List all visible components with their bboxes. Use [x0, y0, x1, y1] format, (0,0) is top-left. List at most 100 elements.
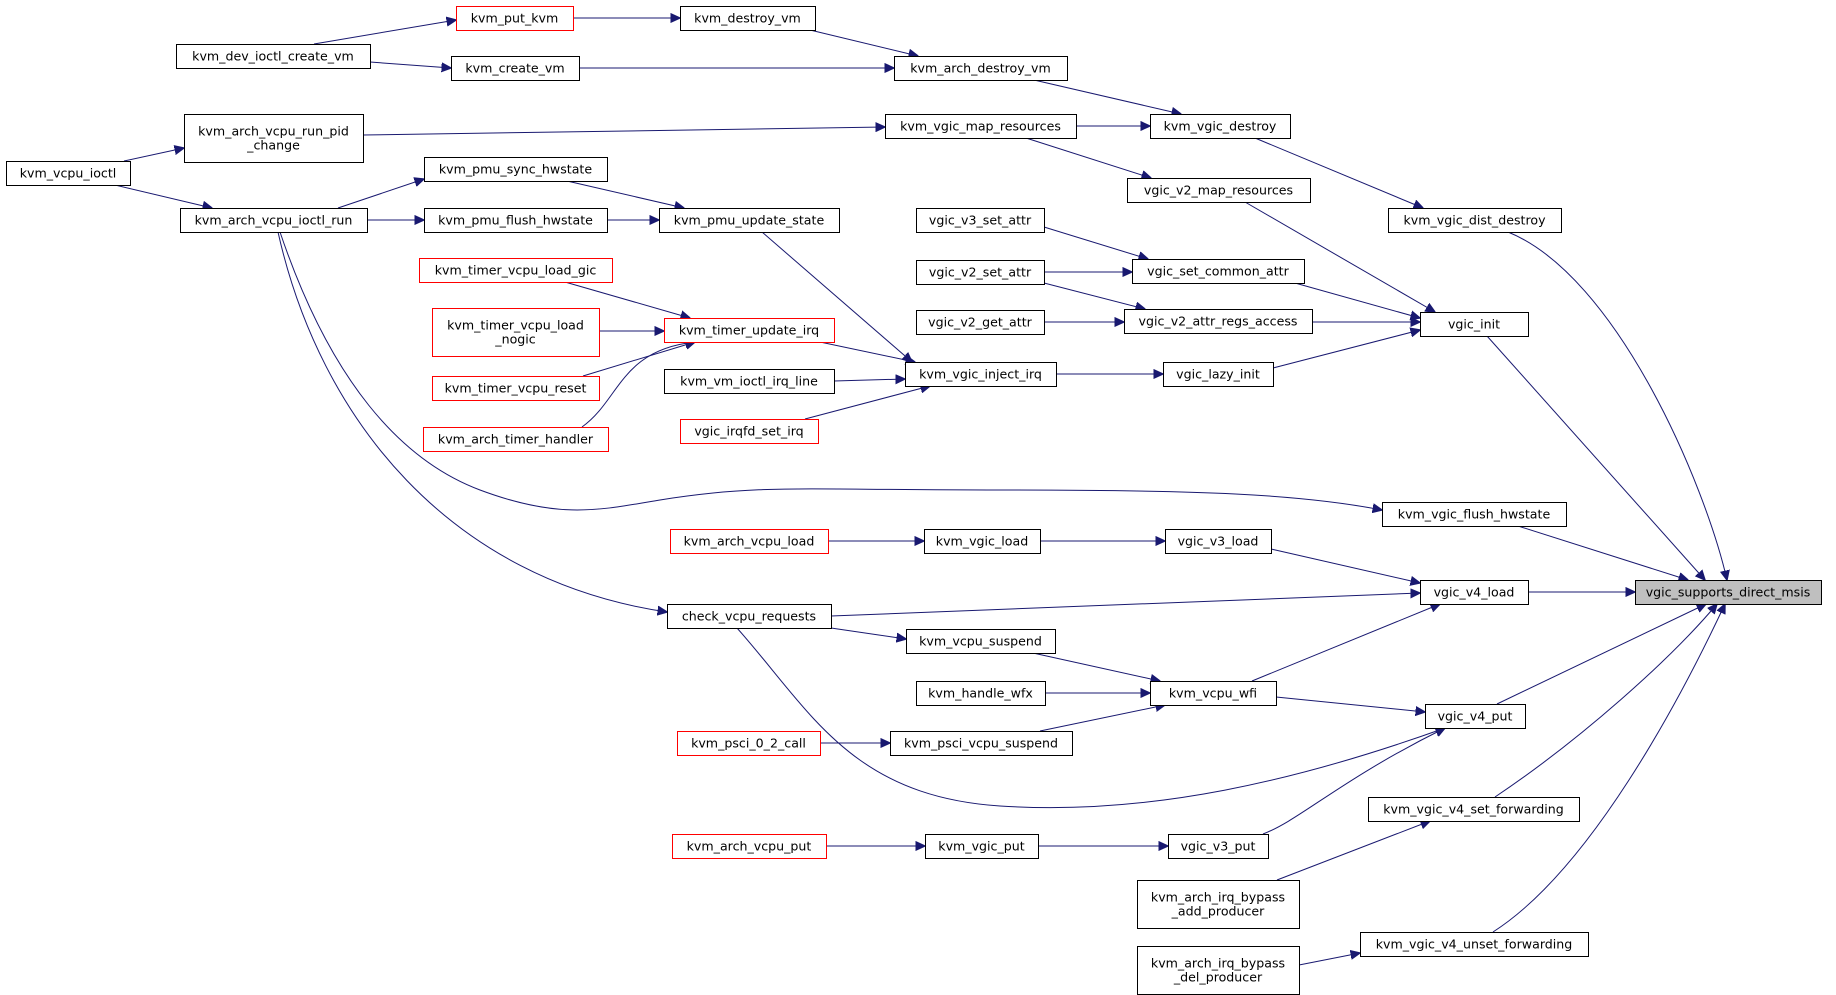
node-label: vgic_irqfd_set_irq — [694, 424, 803, 439]
node-check-vcpu-requests[interactable]: check_vcpu_requests — [667, 604, 832, 629]
node-vgic-v2-attr-regs-access[interactable]: vgic_v2_attr_regs_access — [1124, 309, 1313, 334]
node-kvm-vgic-v4-set-forwarding[interactable]: kvm_vgic_v4_set_forwarding — [1368, 797, 1580, 822]
node-kvm-destroy-vm[interactable]: kvm_destroy_vm — [680, 6, 816, 31]
edge-line — [819, 341, 915, 362]
node-kvm-vgic-flush-hwstate[interactable]: kvm_vgic_flush_hwstate — [1382, 502, 1567, 527]
node-vgic-v3-set-attr[interactable]: vgic_v3_set_attr — [916, 208, 1045, 233]
node-kvm-vcpu-wfi[interactable]: kvm_vcpu_wfi — [1150, 681, 1277, 706]
node-kvm-arch-timer-handler[interactable]: kvm_arch_timer_handler — [423, 427, 609, 452]
node-vgic-lazy-init[interactable]: vgic_lazy_init — [1163, 362, 1274, 387]
node-label: kvm_psci_0_2_call — [691, 736, 806, 751]
node-label: kvm_destroy_vm — [694, 11, 801, 26]
node-vgic-v3-load[interactable]: vgic_v3_load — [1165, 529, 1272, 554]
node-box — [924, 529, 1041, 554]
edge-kvm-pmu-update-state-to-kvm-vgic-inject-irq — [761, 231, 912, 362]
edge-kvm-vgic-destroy-to-kvm-vgic-dist-destroy — [1254, 137, 1423, 208]
node-kvm-put-kvm[interactable]: kvm_put_kvm — [456, 6, 574, 31]
node-kvm-psci-vcpu-suspend[interactable]: kvm_psci_vcpu_suspend — [890, 731, 1073, 756]
node-vgic-irqfd-set-irq[interactable]: vgic_irqfd_set_irq — [680, 419, 819, 444]
node-box — [176, 44, 371, 69]
edge-kvm-destroy-vm-to-kvm-arch-destroy-vm — [809, 29, 918, 56]
node-kvm-vgic-load[interactable]: kvm_vgic_load — [924, 529, 1041, 554]
edge-line — [1494, 604, 1717, 798]
node-kvm-dev-ioctl-create-vm[interactable]: kvm_dev_ioctl_create_vm — [176, 44, 371, 69]
node-vgic-init[interactable]: vgic_init — [1420, 312, 1529, 337]
edge-line — [830, 627, 906, 639]
node-vgic-set-common-attr[interactable]: vgic_set_common_attr — [1132, 259, 1305, 284]
node-kvm-pmu-update-state[interactable]: kvm_pmu_update_state — [659, 208, 840, 233]
node-kvm-pmu-flush-hwstate[interactable]: kvm_pmu_flush_hwstate — [424, 208, 608, 233]
node-kvm-vgic-put[interactable]: kvm_vgic_put — [925, 834, 1039, 859]
node-kvm-create-vm[interactable]: kvm_create_vm — [451, 56, 580, 81]
edge-line — [123, 148, 184, 162]
node-label: kvm_vgic_v4_set_forwarding — [1383, 802, 1564, 817]
node-kvm-vgic-inject-irq[interactable]: kvm_vgic_inject_irq — [905, 362, 1057, 387]
edge-kvm-arch-irq-bypass-add-producer-to-kvm-vgic-v4-set-forwarding — [1276, 821, 1430, 881]
edge-kvm-arch-vcpu-run-pid-change-to-kvm-vgic-map-resources — [362, 127, 885, 136]
edge-check-vcpu-requests-to-vgic-v4-load — [830, 593, 1420, 617]
node-kvm-handle-wfx[interactable]: kvm_handle_wfx — [916, 681, 1046, 706]
edge-line — [830, 593, 1420, 617]
node-kvm-arch-vcpu-load[interactable]: kvm_arch_vcpu_load — [670, 529, 829, 554]
node-kvm-timer-vcpu-load-nogic[interactable]: kvm_timer_vcpu_load_nogic — [432, 308, 600, 357]
node-label: vgic_init — [1448, 317, 1500, 332]
node-kvm-arch-irq-bypass-add-producer[interactable]: kvm_arch_irq_bypass_add_producer — [1137, 880, 1300, 929]
edge-kvm-timer-vcpu-reset-to-kvm-timer-update-irq — [582, 342, 695, 377]
node-kvm-vcpu-ioctl[interactable]: kvm_vcpu_ioctl — [6, 161, 131, 186]
node-box — [1165, 529, 1272, 554]
node-label: kvm_arch_destroy_vm — [910, 61, 1050, 76]
node-vgic-v4-load[interactable]: vgic_v4_load — [1420, 580, 1529, 605]
node-kvm-vgic-map-resources[interactable]: kvm_vgic_map_resources — [885, 114, 1077, 139]
node-kvm-timer-vcpu-load-gic[interactable]: kvm_timer_vcpu_load_gic — [419, 258, 613, 283]
edge-line — [1276, 821, 1430, 881]
edge-kvm-arch-destroy-vm-to-kvm-vgic-destroy — [1033, 79, 1181, 114]
node-kvm-pmu-sync-hwstate[interactable]: kvm_pmu_sync_hwstate — [424, 157, 608, 182]
node-kvm-psci-0-2-call[interactable]: kvm_psci_0_2_call — [677, 731, 821, 756]
node-box — [664, 369, 835, 394]
node-label: vgic_v3_put — [1181, 839, 1256, 854]
node-vgic-v2-get-attr[interactable]: vgic_v2_get_attr — [916, 310, 1045, 335]
node-kvm-vcpu-suspend[interactable]: kvm_vcpu_suspend — [906, 629, 1056, 654]
node-kvm-arch-vcpu-ioctl-run[interactable]: kvm_arch_vcpu_ioctl_run — [180, 208, 368, 233]
node-label: kvm_vcpu_ioctl — [20, 166, 117, 181]
edge-kvm-arch-vcpu-ioctl-run-to-kvm-pmu-sync-hwstate — [337, 179, 424, 209]
node-label: vgic_supports_direct_msis — [1646, 585, 1811, 600]
node-label: vgic_lazy_init — [1176, 367, 1260, 382]
edge-kvm-arch-timer-handler-to-kvm-timer-update-irq — [581, 342, 695, 428]
node-kvm-timer-vcpu-reset[interactable]: kvm_timer_vcpu_reset — [432, 376, 600, 401]
node-box — [184, 114, 364, 163]
node-kvm-arch-vcpu-run-pid-change[interactable]: kvm_arch_vcpu_run_pid_change — [184, 114, 364, 163]
node-label: kvm_timer_vcpu_load — [447, 318, 584, 333]
node-vgic-v4-put[interactable]: vgic_v4_put — [1425, 704, 1526, 729]
node-box — [677, 731, 821, 756]
node-kvm-vgic-dist-destroy[interactable]: kvm_vgic_dist_destroy — [1388, 208, 1562, 233]
edge-line — [1270, 548, 1420, 583]
edge-line — [313, 20, 456, 45]
edge-line — [1294, 282, 1420, 318]
node-kvm-vm-ioctl-irq-line[interactable]: kvm_vm_ioctl_irq_line — [664, 369, 835, 394]
node-kvm-vgic-destroy[interactable]: kvm_vgic_destroy — [1150, 114, 1291, 139]
edge-line — [1043, 226, 1148, 259]
edge-check-vcpu-requests-to-kvm-vcpu-suspend — [830, 627, 906, 639]
node-box — [180, 208, 368, 233]
node-box — [1360, 932, 1589, 957]
node-box — [1420, 580, 1529, 605]
node-vgic-v3-put[interactable]: vgic_v3_put — [1168, 834, 1269, 859]
node-vgic-v2-set-attr[interactable]: vgic_v2_set_attr — [916, 260, 1045, 285]
node-box — [672, 834, 827, 859]
node-kvm-timer-update-irq[interactable]: kvm_timer_update_irq — [664, 318, 835, 343]
node-label: kvm_pmu_flush_hwstate — [438, 213, 593, 228]
edge-kvm-vm-ioctl-irq-line-to-kvm-vgic-inject-irq — [833, 379, 905, 381]
edge-line — [369, 61, 451, 68]
edge-line — [1486, 335, 1705, 580]
node-kvm-vgic-v4-unset-forwarding[interactable]: kvm_vgic_v4_unset_forwarding — [1360, 932, 1589, 957]
node-kvm-arch-irq-bypass-del-producer[interactable]: kvm_arch_irq_bypass_del_producer — [1137, 946, 1300, 995]
edge-line — [1298, 953, 1360, 966]
node-box — [424, 157, 608, 182]
edge-line — [1025, 137, 1151, 178]
node-kvm-arch-destroy-vm[interactable]: kvm_arch_destroy_vm — [894, 56, 1068, 81]
node-box — [680, 6, 816, 31]
node-vgic-v2-map-resources[interactable]: vgic_v2_map_resources — [1127, 178, 1311, 203]
node-kvm-arch-vcpu-put[interactable]: kvm_arch_vcpu_put — [672, 834, 827, 859]
